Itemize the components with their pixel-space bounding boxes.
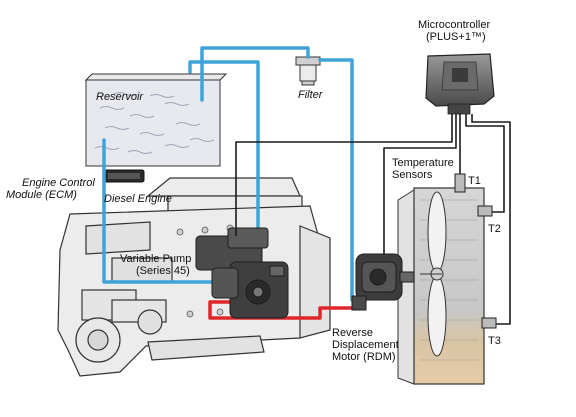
microcontroller-label-line2: (PLUS+1™) — [426, 31, 486, 43]
temperature-label-line2: Sensors — [392, 169, 433, 181]
ecm-label-line1: Engine Control — [22, 177, 95, 189]
variable-pump — [195, 227, 289, 319]
diesel-engine-label: Diesel Engine — [104, 193, 172, 205]
radiator-assembly — [397, 187, 485, 385]
motor-label-line2: Displacement — [332, 339, 399, 351]
t2-label: T2 — [488, 223, 501, 235]
t3-label: T3 — [488, 335, 501, 347]
motor-label-line1: Reverse — [332, 327, 373, 339]
signal-wires — [235, 114, 511, 325]
cooling-fan — [420, 191, 447, 357]
pump-label-line1: Variable Pump — [120, 253, 191, 265]
pump-label-line2: (Series 45) — [136, 265, 190, 277]
ecm-label-line2: Module (ECM) — [6, 189, 77, 201]
reverse-displacement-motor — [351, 253, 415, 311]
microcontroller-unit — [425, 53, 495, 115]
filter-element — [295, 56, 321, 86]
microcontroller-label-line1: Microcontroller — [418, 19, 490, 31]
reservoir-label: Reservoir — [96, 91, 144, 103]
filter-label: Filter — [298, 89, 324, 101]
t1-label: T1 — [468, 175, 481, 187]
temperature-label-line1: Temperature — [392, 157, 454, 169]
hydraulic-lines — [102, 46, 362, 302]
temperature-sensors — [454, 173, 497, 329]
reservoir-tank — [84, 73, 228, 167]
motor-label-line3: Motor (RDM) — [332, 351, 396, 363]
diesel-engine-block — [57, 177, 331, 377]
ecm-module — [103, 169, 145, 183]
